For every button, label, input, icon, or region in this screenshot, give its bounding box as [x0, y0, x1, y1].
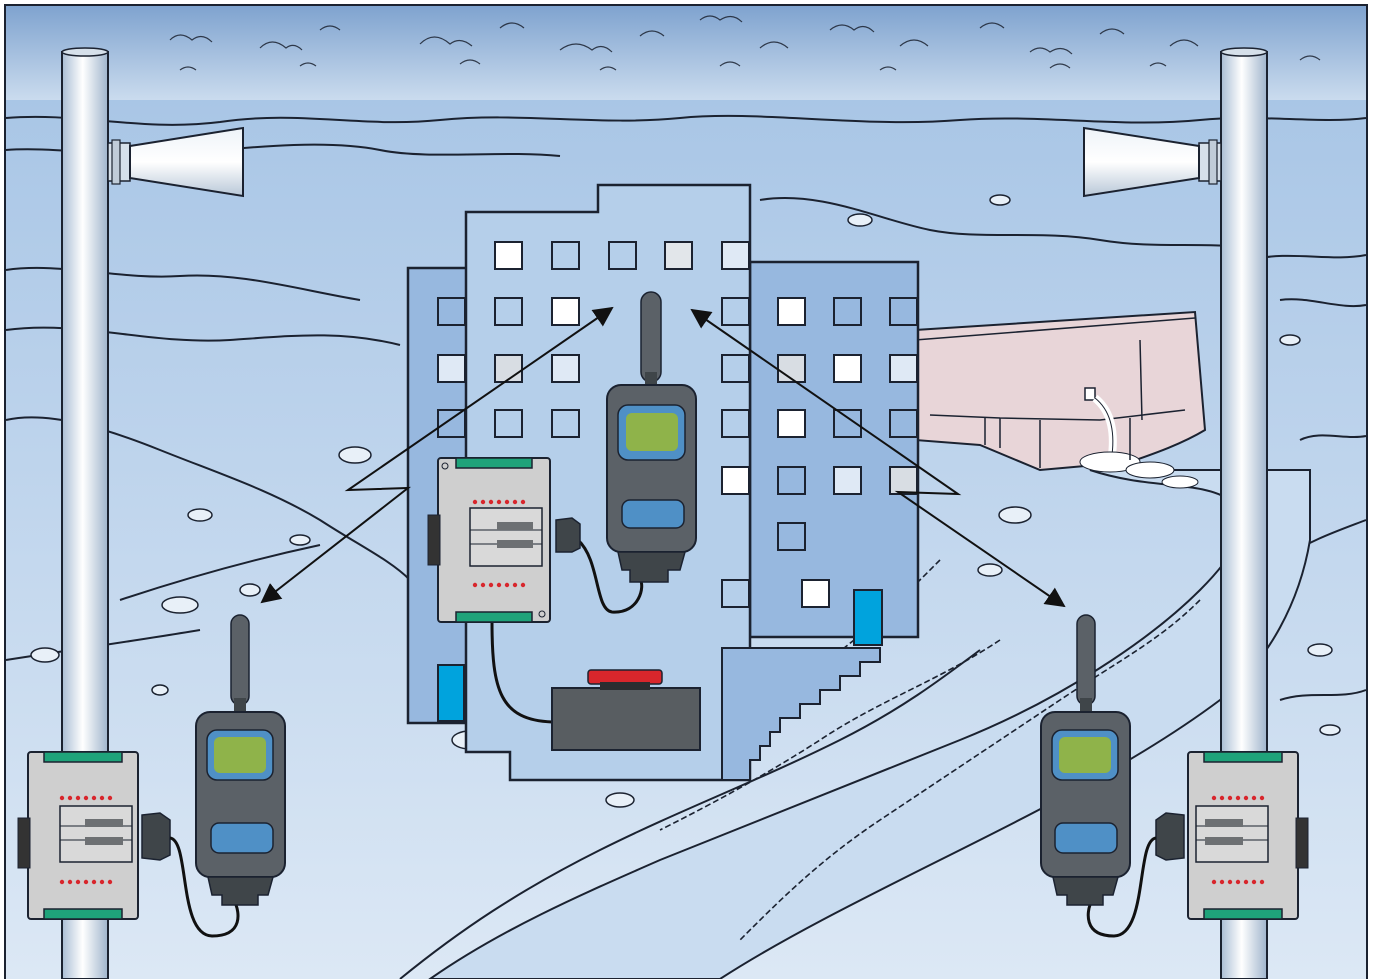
dam-outlet: [1084, 387, 1096, 401]
window: [889, 354, 918, 383]
window: [889, 466, 918, 495]
window: [664, 241, 693, 270]
radio-links: [260, 306, 1066, 608]
window: [833, 354, 862, 383]
window: [494, 241, 523, 270]
horn-siren: [1083, 126, 1222, 198]
cable: [1086, 836, 1157, 938]
alarm-button: [587, 669, 663, 685]
radio-modem: [195, 614, 286, 906]
splash: [1079, 451, 1199, 489]
window: [494, 409, 523, 438]
window: [721, 579, 750, 608]
plc-connector: [555, 517, 581, 553]
plc-connector: [141, 812, 171, 861]
window: [777, 409, 806, 438]
plc-connector: [1155, 812, 1185, 861]
link-arrow-right: [690, 308, 1066, 608]
window: [889, 297, 918, 326]
cable: [490, 621, 553, 724]
window: [721, 297, 750, 326]
building-steps: [721, 647, 881, 781]
window: [889, 409, 918, 438]
plc-module: [427, 457, 551, 623]
link-arrow-left: [260, 306, 614, 604]
window: [551, 241, 580, 270]
horn-siren: [107, 126, 244, 198]
water-jet-outline: [1094, 397, 1114, 456]
window: [721, 409, 750, 438]
sky: [6, 6, 1366, 106]
window: [721, 241, 750, 270]
window: [833, 297, 862, 326]
radio-modem: [1040, 614, 1131, 906]
window: [777, 297, 806, 326]
radio-screen: [626, 413, 678, 451]
window: [437, 354, 466, 383]
radio-button: [621, 499, 685, 529]
plc-module: [1187, 751, 1309, 920]
window: [437, 409, 466, 438]
left-siren-station: [17, 47, 286, 979]
window: [551, 409, 580, 438]
window: [494, 354, 523, 383]
window: [437, 297, 466, 326]
activation-console: [551, 669, 701, 751]
right-siren-station: [1040, 47, 1309, 979]
window: [721, 354, 750, 383]
radio-modem: [606, 291, 697, 583]
plc-module: [17, 751, 139, 920]
antenna: [640, 291, 662, 383]
window: [551, 297, 580, 326]
cable: [169, 836, 240, 938]
plc-rail-top: [455, 457, 533, 469]
window: [551, 354, 580, 383]
frame: [4, 4, 1368, 979]
window: [801, 579, 830, 608]
window: [777, 466, 806, 495]
window: [777, 522, 806, 551]
window: [608, 241, 637, 270]
window: [494, 297, 523, 326]
window: [721, 466, 750, 495]
window: [833, 466, 862, 495]
lower-valley: [399, 649, 981, 979]
door: [437, 664, 465, 722]
clouds: [169, 15, 1321, 71]
plc-rail-bottom: [455, 611, 533, 623]
door: [853, 589, 883, 646]
